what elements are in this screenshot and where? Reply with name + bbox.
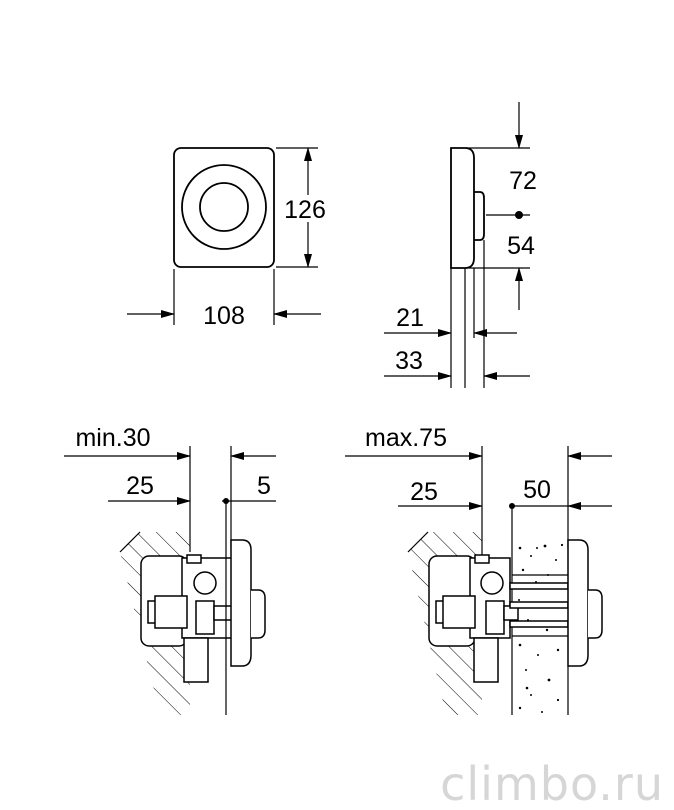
flush-button bbox=[199, 182, 249, 232]
outer-ring bbox=[181, 164, 267, 250]
max-wall-label: max.75 bbox=[365, 424, 447, 452]
button-side bbox=[474, 191, 485, 241]
front-view: 126 108 bbox=[127, 147, 326, 330]
max-cover-plate bbox=[567, 539, 589, 667]
front-width-label: 108 bbox=[203, 302, 245, 330]
min-inner-label: 25 bbox=[126, 472, 154, 500]
cover-plate-front bbox=[173, 147, 275, 268]
front-height-label: 126 bbox=[284, 196, 326, 224]
min-plate-label: 5 bbox=[257, 472, 271, 500]
min-button bbox=[251, 589, 266, 639]
install-min-view: min.30 25 5 bbox=[64, 424, 276, 715]
extension-rod-2 bbox=[509, 601, 569, 609]
max-inner-label: 25 bbox=[410, 478, 438, 506]
side-view: 72 54 21 33 bbox=[384, 102, 537, 388]
max-button bbox=[588, 589, 603, 639]
center-point bbox=[515, 211, 523, 219]
cover-plate-side bbox=[450, 147, 475, 269]
install-max-view: max.75 25 50 bbox=[345, 424, 612, 715]
max-plate-label: 50 bbox=[523, 476, 551, 504]
extension-rod-3 bbox=[509, 620, 569, 628]
watermark: climbo.ru bbox=[440, 757, 664, 810]
side-depth1-label: 21 bbox=[396, 304, 424, 332]
side-bottom-label: 54 bbox=[507, 232, 535, 260]
min-cover-plate bbox=[230, 539, 252, 667]
side-top-label: 72 bbox=[509, 167, 537, 195]
side-depth2-label: 33 bbox=[395, 347, 423, 375]
extension-rod-1 bbox=[509, 582, 569, 590]
valve-pipe bbox=[183, 637, 209, 683]
min-wall-label: min.30 bbox=[75, 424, 150, 452]
